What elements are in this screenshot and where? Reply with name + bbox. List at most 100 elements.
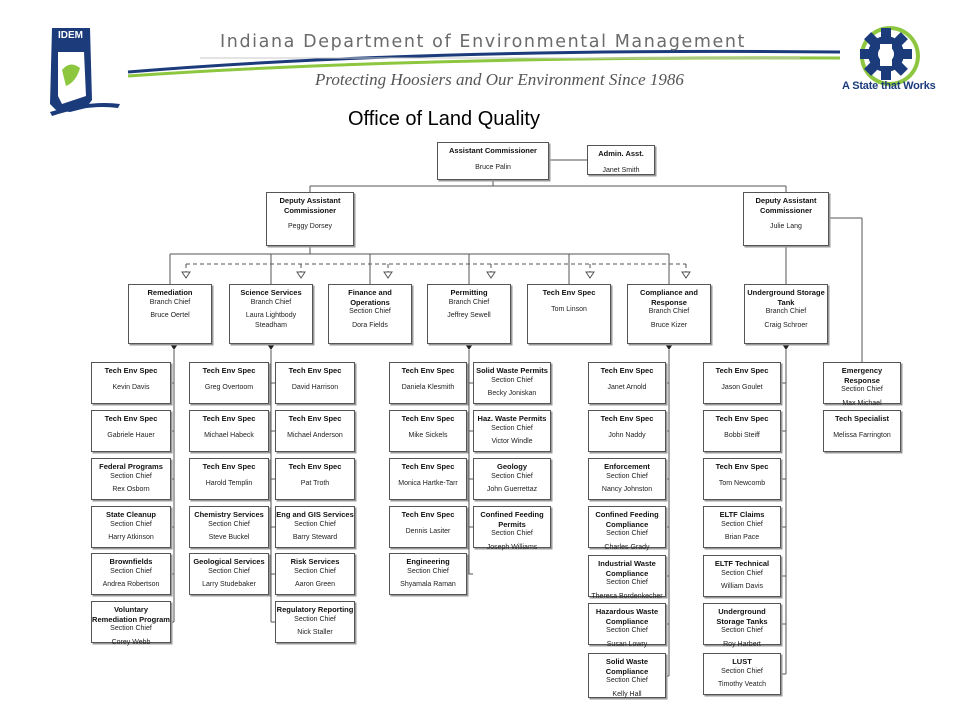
org-box-title: ELTF Technical: [714, 559, 770, 568]
dashed-arrow: [486, 271, 496, 279]
org-box-title: Confined Feeding Permits: [480, 510, 544, 529]
org-box-person: Peggy Dorsey: [288, 223, 332, 230]
org-box-title: LUST: [732, 657, 752, 666]
org-box-person: William Davis: [721, 583, 763, 590]
org-box-person: Tom Newcomb: [718, 479, 766, 487]
org-box-role: Section Chief: [208, 520, 250, 528]
org-box-title: Regulatory Reporting: [276, 605, 354, 614]
connector-arrow: [465, 344, 473, 350]
org-box-title: Voluntary Remediation Program: [92, 605, 170, 624]
org-box-person: Max Michael: [842, 399, 882, 407]
org-box-title: Deputy Assistant Commissioner: [279, 196, 341, 215]
org-box-title: Enforcement: [604, 462, 650, 471]
dashed-arrow: [585, 271, 595, 279]
org-box-person: Timothy Veatch: [718, 681, 766, 688]
org-box-title: Assistant Commissioner: [449, 146, 537, 155]
org-box-person: Theresa Bordenkecher: [591, 592, 663, 600]
org-box-title: Geological Services: [193, 557, 265, 566]
org-box-person: Greg Overtoom: [204, 383, 254, 391]
org-box-person: Shyamala Raman: [400, 581, 456, 588]
org-box-person: Roy Harbert: [723, 640, 761, 648]
org-box-role: Section Chief: [606, 530, 648, 537]
org-box-title: Emergency Response: [841, 366, 883, 385]
org-box-person: Dennis Lasiter: [405, 527, 451, 535]
org-box-title: Solid Waste Compliance: [605, 657, 649, 676]
org-box-person: Tom Linson: [551, 305, 587, 313]
org-box-title: Tech Env Spec: [401, 366, 455, 375]
connector-arrow: [782, 344, 790, 350]
org-box-person: Nick Staller: [297, 629, 333, 636]
org-box-title: Tech Env Spec: [104, 414, 158, 423]
org-box-person: Steve Buckel: [208, 534, 250, 541]
org-box-title: Deputy Assistant Commissioner: [755, 196, 817, 215]
org-box-title: Eng and GIS Services: [276, 510, 354, 519]
org-box-role: Section Chief: [294, 615, 336, 623]
org-box-title: Brownfields: [109, 557, 153, 566]
org-box-person: Barry Steward: [292, 534, 338, 541]
org-box-person: Laura Lightbody Steadham: [245, 312, 297, 329]
org-box-person: Brian Pace: [724, 534, 760, 541]
org-box-title: Tech Env Spec: [202, 366, 256, 375]
org-box-person: David Harrison: [291, 383, 339, 391]
org-box-title: Underground Storage Tank: [747, 288, 825, 307]
org-box-person: Rex Osborn: [112, 486, 150, 493]
dashed-arrow: [181, 271, 191, 279]
org-box-person: Bruce Oertel: [150, 312, 190, 319]
org-box-title: Solid Waste Permits: [476, 366, 548, 375]
org-box-role: Section Chief: [294, 567, 336, 575]
org-box-role: Section Chief: [491, 424, 533, 432]
org-box-title: Underground Storage Tanks: [716, 607, 768, 626]
org-box-title: ELTF Claims: [719, 510, 765, 519]
org-box-person: Janet Smith: [602, 166, 640, 174]
header-subtitle: Protecting Hoosiers and Our Environment …: [315, 70, 684, 89]
org-box-person: Nancy Johnston: [601, 486, 653, 493]
org-box-role: Section Chief: [606, 677, 648, 684]
org-box-title: Tech Env Spec: [288, 414, 342, 423]
org-box-title: Tech Env Spec: [202, 414, 256, 423]
org-box-role: Section Chief: [841, 386, 883, 393]
org-box-title: Federal Programs: [99, 462, 163, 471]
page-title: Office of Land Quality: [348, 108, 540, 130]
connector-arrow: [267, 344, 275, 350]
org-box-title: Permitting: [450, 288, 488, 297]
org-box-title: Tech Env Spec: [600, 414, 654, 423]
org-box-role: Section Chief: [491, 376, 533, 384]
org-box-person: Jeffrey Sewell: [447, 312, 491, 319]
org-box-person: Michael Habeck: [204, 431, 254, 439]
indiana-state-logo-icon: [50, 28, 120, 116]
org-box-title: Risk Services: [290, 557, 340, 566]
org-box-title: Tech Env Spec: [288, 462, 342, 471]
org-box-title: Tech Env Spec: [104, 366, 158, 375]
org-box-role: Section Chief: [294, 520, 336, 528]
org-box-title: Tech Env Spec: [202, 462, 256, 471]
org-box-person: John Guerrettaz: [486, 486, 538, 493]
org-box-person: Larry Studebaker: [202, 581, 256, 588]
org-box-role: Section Chief: [208, 567, 250, 575]
org-box-person: Bobbi Steiff: [724, 431, 760, 439]
org-box-aa: Admin. Asst.Janet Smith: [587, 145, 655, 175]
org-box-person: John Naddy: [608, 431, 646, 439]
org-box-person: Pat Troth: [300, 479, 330, 487]
org-box-person: Harry Atkinson: [108, 534, 154, 541]
